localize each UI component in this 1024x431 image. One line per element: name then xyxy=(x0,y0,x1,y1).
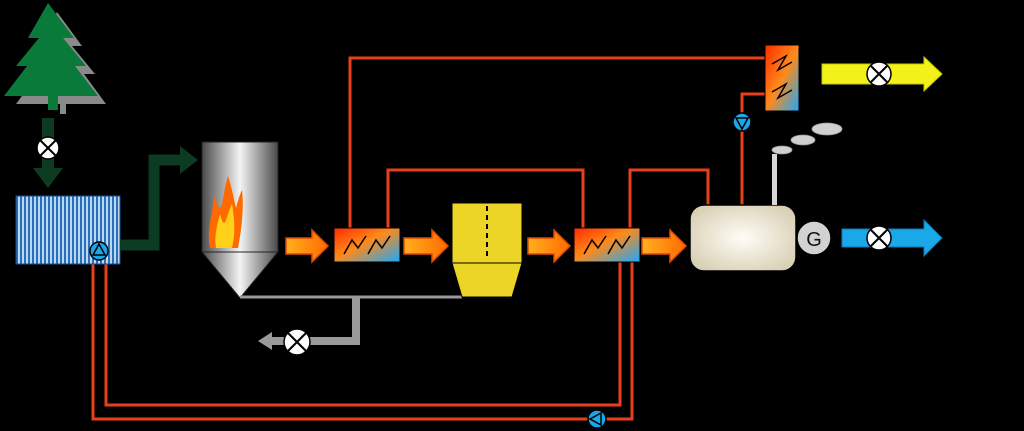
pump-icon-return xyxy=(587,409,607,429)
pump-icon-top xyxy=(732,112,752,132)
flow-valve-wood xyxy=(36,136,60,160)
pipe-unit-tophx xyxy=(740,92,765,205)
pump-icon-store xyxy=(89,241,109,261)
wood-flow-to-furnace xyxy=(120,146,198,251)
pipe-hx2-unit xyxy=(628,168,710,228)
flow-valve-ash xyxy=(283,328,311,356)
pipe-top-loop xyxy=(348,56,765,228)
pipe-return-outer xyxy=(91,255,634,421)
flue-gas-arrow-1 xyxy=(285,228,330,264)
pipe-return-inner xyxy=(104,255,622,407)
stack xyxy=(772,154,777,205)
flame-icon xyxy=(208,176,243,248)
power-unit xyxy=(689,204,797,272)
flue-gas-arrow-4 xyxy=(641,228,688,264)
heat-exchanger-2 xyxy=(573,227,641,263)
tree-icon xyxy=(4,3,106,114)
flue-gas-arrow-2 xyxy=(403,228,450,264)
flue-gas-arrow-3 xyxy=(527,228,572,264)
flow-valve-power xyxy=(866,225,892,251)
generator-label: G xyxy=(806,229,822,251)
hot-water-pipes xyxy=(91,56,765,421)
pipe-mid-loop xyxy=(386,168,585,228)
heat-exchanger-1 xyxy=(333,227,401,263)
generator: G xyxy=(796,220,832,256)
particle-filter xyxy=(451,202,523,298)
power-output-arrow xyxy=(841,218,943,258)
heat-exchanger-top xyxy=(764,44,800,112)
smoke-cloud xyxy=(771,122,843,155)
flow-valve-heat xyxy=(866,61,892,87)
